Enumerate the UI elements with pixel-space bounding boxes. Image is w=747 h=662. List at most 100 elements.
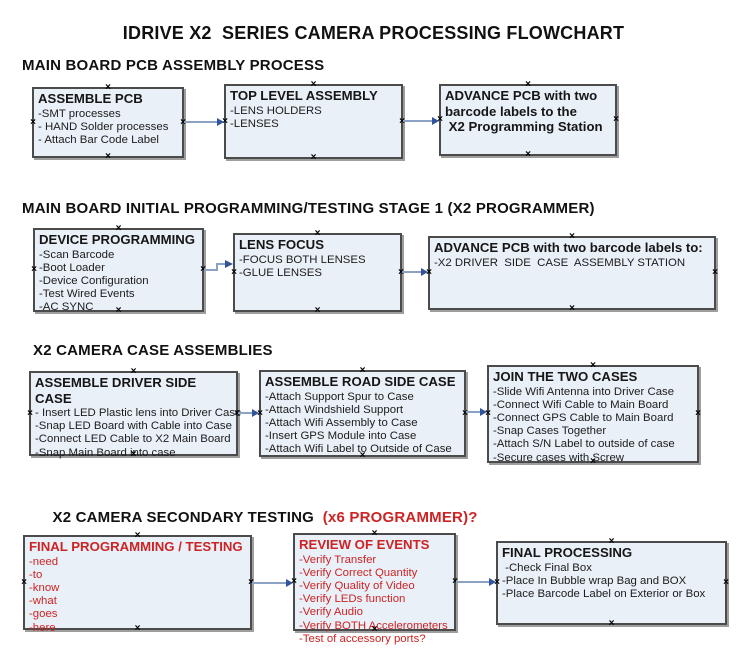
- box-item: -LENSES: [230, 117, 279, 130]
- connector-handle-icon: ×: [314, 305, 321, 316]
- box-items: -LENS HOLDERS-LENSES: [230, 105, 397, 131]
- box-item: -Attach Wifi Assembly to Case: [265, 416, 418, 429]
- arrow-head-icon: [489, 578, 496, 586]
- flow-arrow: [466, 406, 487, 418]
- box-title: FINAL PROGRAMMING / TESTING: [29, 539, 243, 554]
- flow-box-device-programming: DEVICE PROGRAMMING -Scan Barcode-Boot Lo…: [31, 224, 206, 316]
- box-item: -to: [29, 568, 43, 581]
- box-item: -Verify BOTH Accelerometers: [299, 619, 448, 632]
- box-item: -LENS HOLDERS: [230, 104, 322, 117]
- box-item: -Attach Windshield Support: [265, 403, 404, 416]
- box-title: TOP LEVEL ASSEMBLY: [230, 88, 378, 103]
- flow-elbow-arrow: [204, 260, 233, 271]
- flow-box-assemble-driver-side-case: ASSEMBLE DRIVER SIDE CASE - Insert LED P…: [27, 367, 241, 460]
- box-item: -Place In Bubble wrap Bag and BOX: [502, 574, 687, 587]
- connector-handle-icon: ×: [723, 577, 729, 588]
- box-title: JOIN THE TWO CASES: [493, 369, 638, 384]
- connector-handle-icon: ×: [613, 114, 619, 125]
- box-item: -Boot Loader: [39, 261, 105, 274]
- heading-red-part: (x6 PROGRAMMER)?: [322, 509, 478, 526]
- flow-box-top-level-assembly: TOP LEVEL ASSEMBLY -LENS HOLDERS-LENSES …: [222, 80, 405, 163]
- box-item: - Attach Bar Code Label: [38, 133, 159, 146]
- page-title: IDRIVE X2 SERIES CAMERA PROCESSING FLOWC…: [122, 23, 625, 43]
- box-item: -Verify Audio: [299, 606, 363, 619]
- arrow-head-icon: [432, 117, 439, 125]
- box-item: -AC SYNC: [39, 301, 94, 314]
- connector-handle-icon: ×: [608, 618, 615, 629]
- box-item: -Scan Barcode: [39, 248, 115, 261]
- arrow-head-icon: [480, 408, 487, 416]
- flow-arrow: [403, 115, 439, 127]
- box-items: -FOCUS BOTH LENSES-GLUE LENSES: [239, 254, 396, 280]
- heading-black-part: X2 CAMERA SECONDARY TESTING: [52, 509, 323, 526]
- box-item: -Snap Cases Together: [493, 425, 607, 438]
- box-title: DEVICE PROGRAMMING: [39, 232, 196, 247]
- flow-box-assemble-road-side-case: ASSEMBLE ROAD SIDE CASE -Attach Support …: [257, 366, 468, 461]
- box-items: -Scan Barcode-Boot Loader-Device Configu…: [39, 249, 198, 315]
- box-item: -Connect GPS Cable to Main Board: [493, 411, 674, 424]
- flow-arrow: [252, 577, 293, 589]
- section-heading-initial-programming: MAIN BOARD INITIAL PROGRAMMING/TESTING S…: [22, 200, 595, 217]
- flow-box-lens-focus: LENS FOCUS -FOCUS BOTH LENSES-GLUE LENSE…: [231, 229, 404, 316]
- arrow-line: [466, 411, 482, 413]
- box-title: ADVANCE PCB with two barcode labels to:: [434, 240, 703, 255]
- box-item: -Place Barcode Label on Exterior or Box: [502, 587, 706, 600]
- box-item: -Slide Wifi Antenna into Driver Case: [493, 385, 675, 398]
- box-item: -Connect Wifi Cable to Main Board: [493, 398, 669, 411]
- box-item: -Verify Transfer: [299, 553, 377, 566]
- box-title: REVIEW OF EVENTS: [299, 537, 430, 552]
- box-item: -Connect LED Cable to X2 Main Board: [35, 433, 231, 446]
- box-item: -GLUE LENSES: [239, 266, 322, 279]
- box-item: -Device Configuration: [39, 274, 149, 287]
- box-item: -Snap LED Board with Cable into Case: [35, 420, 232, 433]
- box-item: -goes: [29, 608, 58, 621]
- box-item: -what: [29, 595, 57, 608]
- arrow-line: [238, 412, 254, 414]
- section-heading-secondary-testing: X2 CAMERA SECONDARY TESTING (x6 PROGRAMM…: [35, 492, 478, 543]
- box-item: -Check Final Box: [502, 561, 592, 574]
- section-heading-pcb-assembly: MAIN BOARD PCB ASSEMBLY PROCESS: [22, 57, 325, 74]
- box-items: -Check Final Box-Place In Bubble wrap Ba…: [502, 562, 721, 602]
- box-items: -X2 DRIVER SIDE CASE ASSEMBLY STATION: [434, 257, 710, 270]
- box-item: -Attach Wifi Label to Outside of Case: [265, 443, 452, 456]
- box-item: -Attach Support Spur to Case: [265, 390, 414, 403]
- section-heading-case-assemblies: X2 CAMERA CASE ASSEMBLIES: [33, 342, 273, 359]
- arrow-head-icon: [217, 118, 224, 126]
- box-item: -Secure cases with Screw: [493, 451, 625, 464]
- connector-handle-icon: ×: [105, 151, 111, 162]
- connector-handle-icon: ×: [712, 267, 718, 278]
- arrow-line: [252, 582, 288, 584]
- box-items: -SMT processes- HAND Solder processes- A…: [38, 108, 178, 148]
- box-title: ADVANCE PCB with two barcode labels to t…: [445, 88, 603, 134]
- connector-handle-icon: ×: [27, 407, 33, 419]
- arrow-line: [402, 271, 423, 273]
- flow-box-final-programming-testing: FINAL PROGRAMMING / TESTING -need-to-kno…: [21, 531, 254, 634]
- flow-box-join-the-two-cases: JOIN THE TWO CASES -Slide Wifi Antenna i…: [485, 361, 701, 467]
- box-item: -Test Wired Events: [39, 288, 135, 301]
- box-title: ASSEMBLE DRIVER SIDE CASE: [35, 375, 200, 406]
- connector-handle-icon: ×: [30, 116, 36, 128]
- box-title: FINAL PROCESSING: [502, 545, 633, 560]
- box-item: -FOCUS BOTH LENSES: [239, 253, 366, 266]
- box-item: -Verify Correct Quantity: [299, 566, 418, 579]
- arrow-line: [456, 581, 491, 583]
- connector-handle-icon: ×: [31, 264, 37, 275]
- box-title: ASSEMBLE PCB: [38, 91, 143, 106]
- box-items: -Slide Wifi Antenna into Driver Case-Con…: [493, 386, 693, 465]
- arrow-line: [184, 121, 219, 123]
- box-item: -Attach S/N Label to outside of case: [493, 438, 675, 451]
- connector-handle-icon: ×: [695, 408, 701, 419]
- box-item: -know: [29, 581, 60, 594]
- box-item: -Insert GPS Module into Case: [265, 430, 417, 443]
- box-title: ASSEMBLE ROAD SIDE CASE: [265, 374, 456, 389]
- connector-handle-icon: ×: [525, 149, 531, 160]
- flow-box-advance-pcb-driver-side: ADVANCE PCB with two barcode labels to: …: [426, 232, 718, 314]
- flow-box-final-processing: FINAL PROCESSING -Check Final Box-Place …: [494, 537, 729, 629]
- box-items: -Attach Support Spur to Case-Attach Wind…: [265, 391, 460, 457]
- arrow-head-icon: [252, 409, 259, 417]
- box-item: -X2 DRIVER SIDE CASE ASSEMBLY STATION: [434, 256, 686, 269]
- box-item: - Insert LED Plastic lens into Driver Ca…: [35, 407, 242, 419]
- box-item: - HAND Solder processes: [38, 120, 169, 133]
- box-item: -Test of accessory ports?: [299, 632, 426, 645]
- box-items: - Insert LED Plastic lens into Driver Ca…: [35, 407, 242, 460]
